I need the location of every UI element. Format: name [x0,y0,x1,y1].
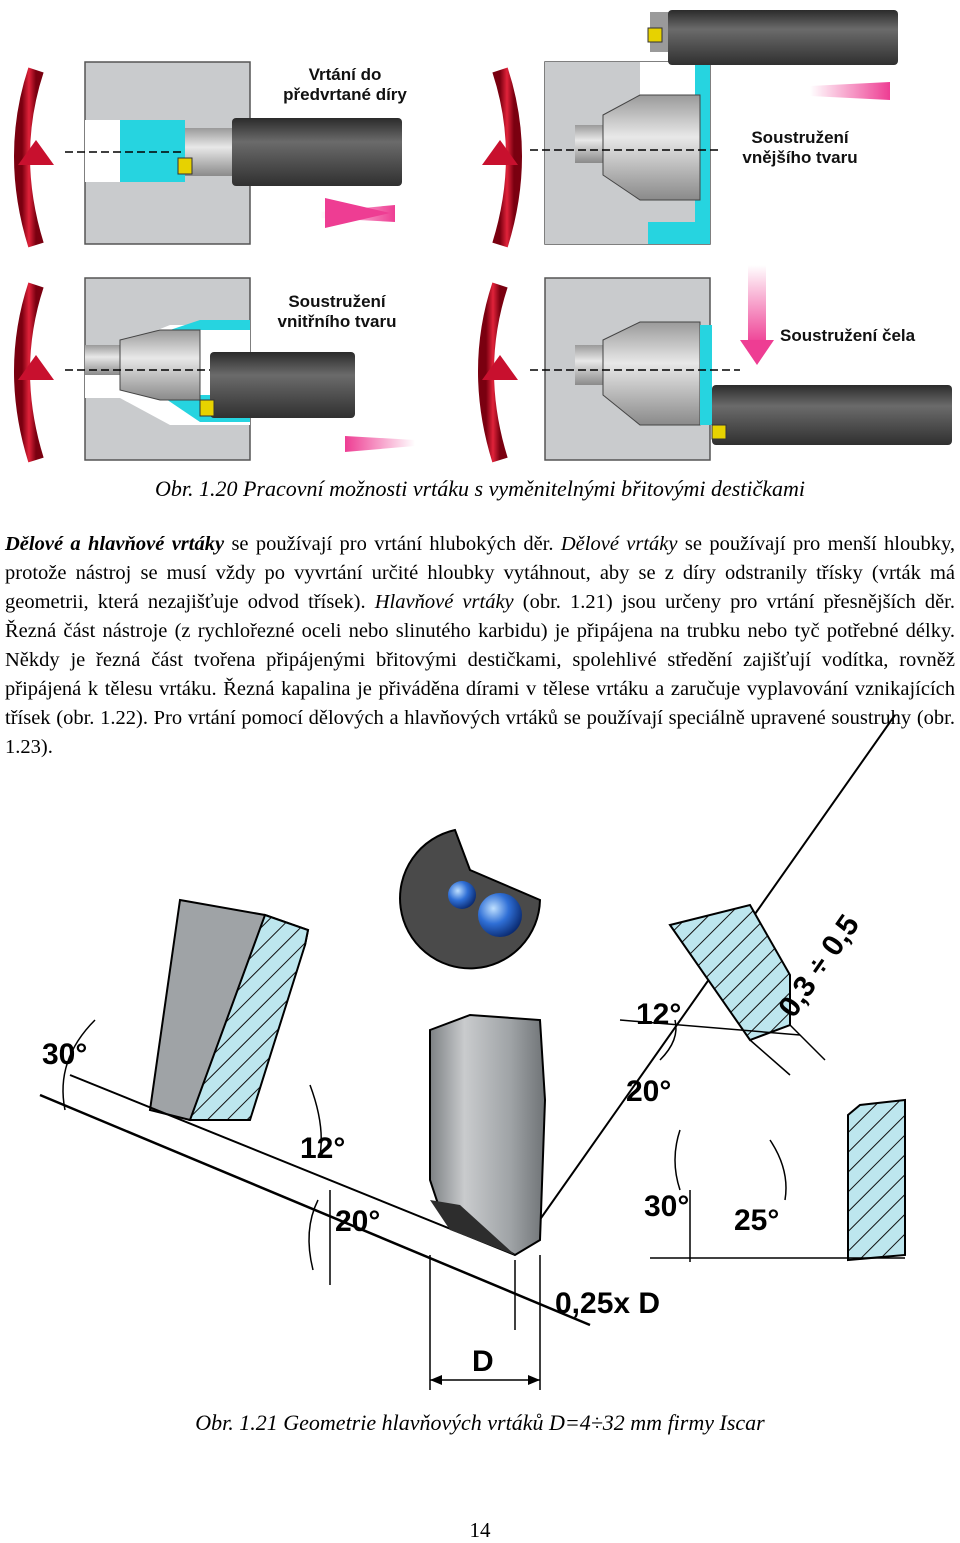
body-paragraph: Dělové a hlavňové vrtáky se používají pr… [5,530,955,762]
rotation-arrow-icon [14,67,44,248]
angle-label: 12° [636,998,682,1031]
coolant-hole-icon [448,881,476,909]
coolant-hole-icon [478,893,522,937]
panel-label-line: předvrtané díry [283,84,407,104]
term-gun-and-barrel-drills: Dělové a hlavňové vrtáky [5,533,225,555]
rotation-arrow-icon [492,67,522,248]
panel-external-turning [482,10,898,248]
panel-drilling [14,61,402,248]
text-run: (obr. 1.21) jsou určeny pro vrtání přesn… [5,591,955,758]
angle-label: 30° [644,1190,690,1223]
panel-label-line: Soustružení [288,292,386,311]
term-barrel-drills: Hlavňové vrtáky [374,591,514,613]
diameter-label: D [472,1345,494,1378]
angle-label: 25° [734,1204,780,1237]
panel-internal-turning [14,277,415,463]
panel-label-internal: Soustružení vnitřního tvaru [262,292,412,331]
drill-geometry-figure [39,714,906,1390]
term-gun-drills: Dělové vrtáky [560,533,678,555]
angle-label: 20° [626,1075,672,1108]
panel-label-external: Soustružení vnějšího tvaru [730,128,870,167]
rotation-arrow-icon [478,282,508,463]
panel-label-line: Vrtání do [308,65,382,84]
panel-label-drilling: Vrtání do předvrtané díry [265,65,425,104]
offset-label: 0,25x D [555,1287,661,1320]
panel-label-line: vnějšího tvaru [742,147,858,167]
text-run: se používají pro vrtání hlubokých děr. [224,533,561,555]
panel-label-line: Soustružení čela [780,326,916,345]
angle-label: 12° [300,1132,346,1165]
panel-label-facing: Soustružení čela [780,326,950,346]
text-run: se používají pro menší hloubky, protože … [5,533,955,613]
angle-label: 20° [335,1205,381,1238]
angle-label: 30° [42,1038,88,1071]
figure-caption-120: Obr. 1.20 Pracovní možnosti vrtáku s vym… [154,476,806,501]
page-number: 14 [469,1518,491,1542]
panel-label-line: vnitřního tvaru [277,311,397,331]
panel-facing [478,265,952,463]
figure-caption-121: Obr. 1.21 Geometrie hlavňových vrtáků D=… [195,1410,765,1435]
rotation-arrow-icon [14,282,44,463]
panel-label-line: Soustružení [751,128,849,147]
